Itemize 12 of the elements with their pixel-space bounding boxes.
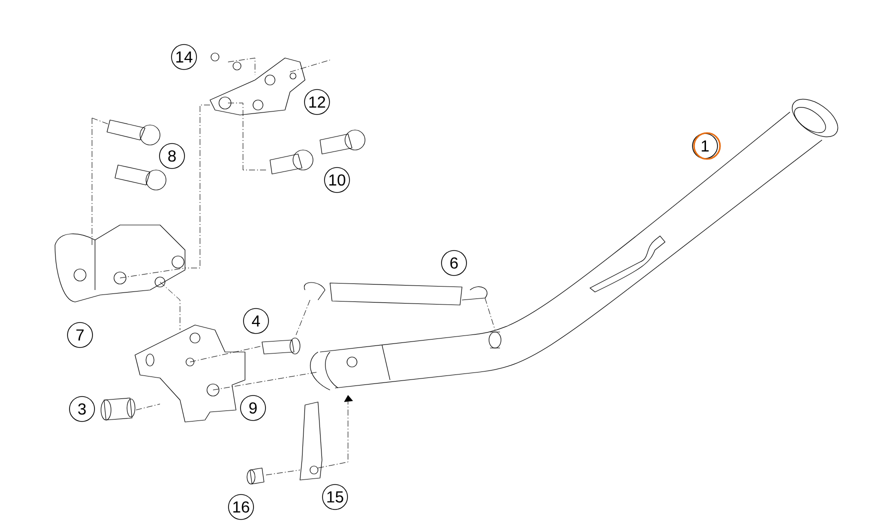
callout-number: 1 xyxy=(692,132,721,160)
callout-number: 14 xyxy=(171,44,197,70)
callout-number: 12 xyxy=(304,89,330,115)
callout-number: 4 xyxy=(243,308,269,334)
callout-number: 10 xyxy=(324,167,350,193)
callout-number: 9 xyxy=(240,395,266,421)
callout-number: 6 xyxy=(441,250,467,276)
callout-number: 15 xyxy=(322,484,348,510)
callout-number: 16 xyxy=(228,494,254,520)
callout-number: 8 xyxy=(159,143,185,169)
callout-number: 7 xyxy=(67,322,93,348)
callout-number: 3 xyxy=(69,396,95,422)
